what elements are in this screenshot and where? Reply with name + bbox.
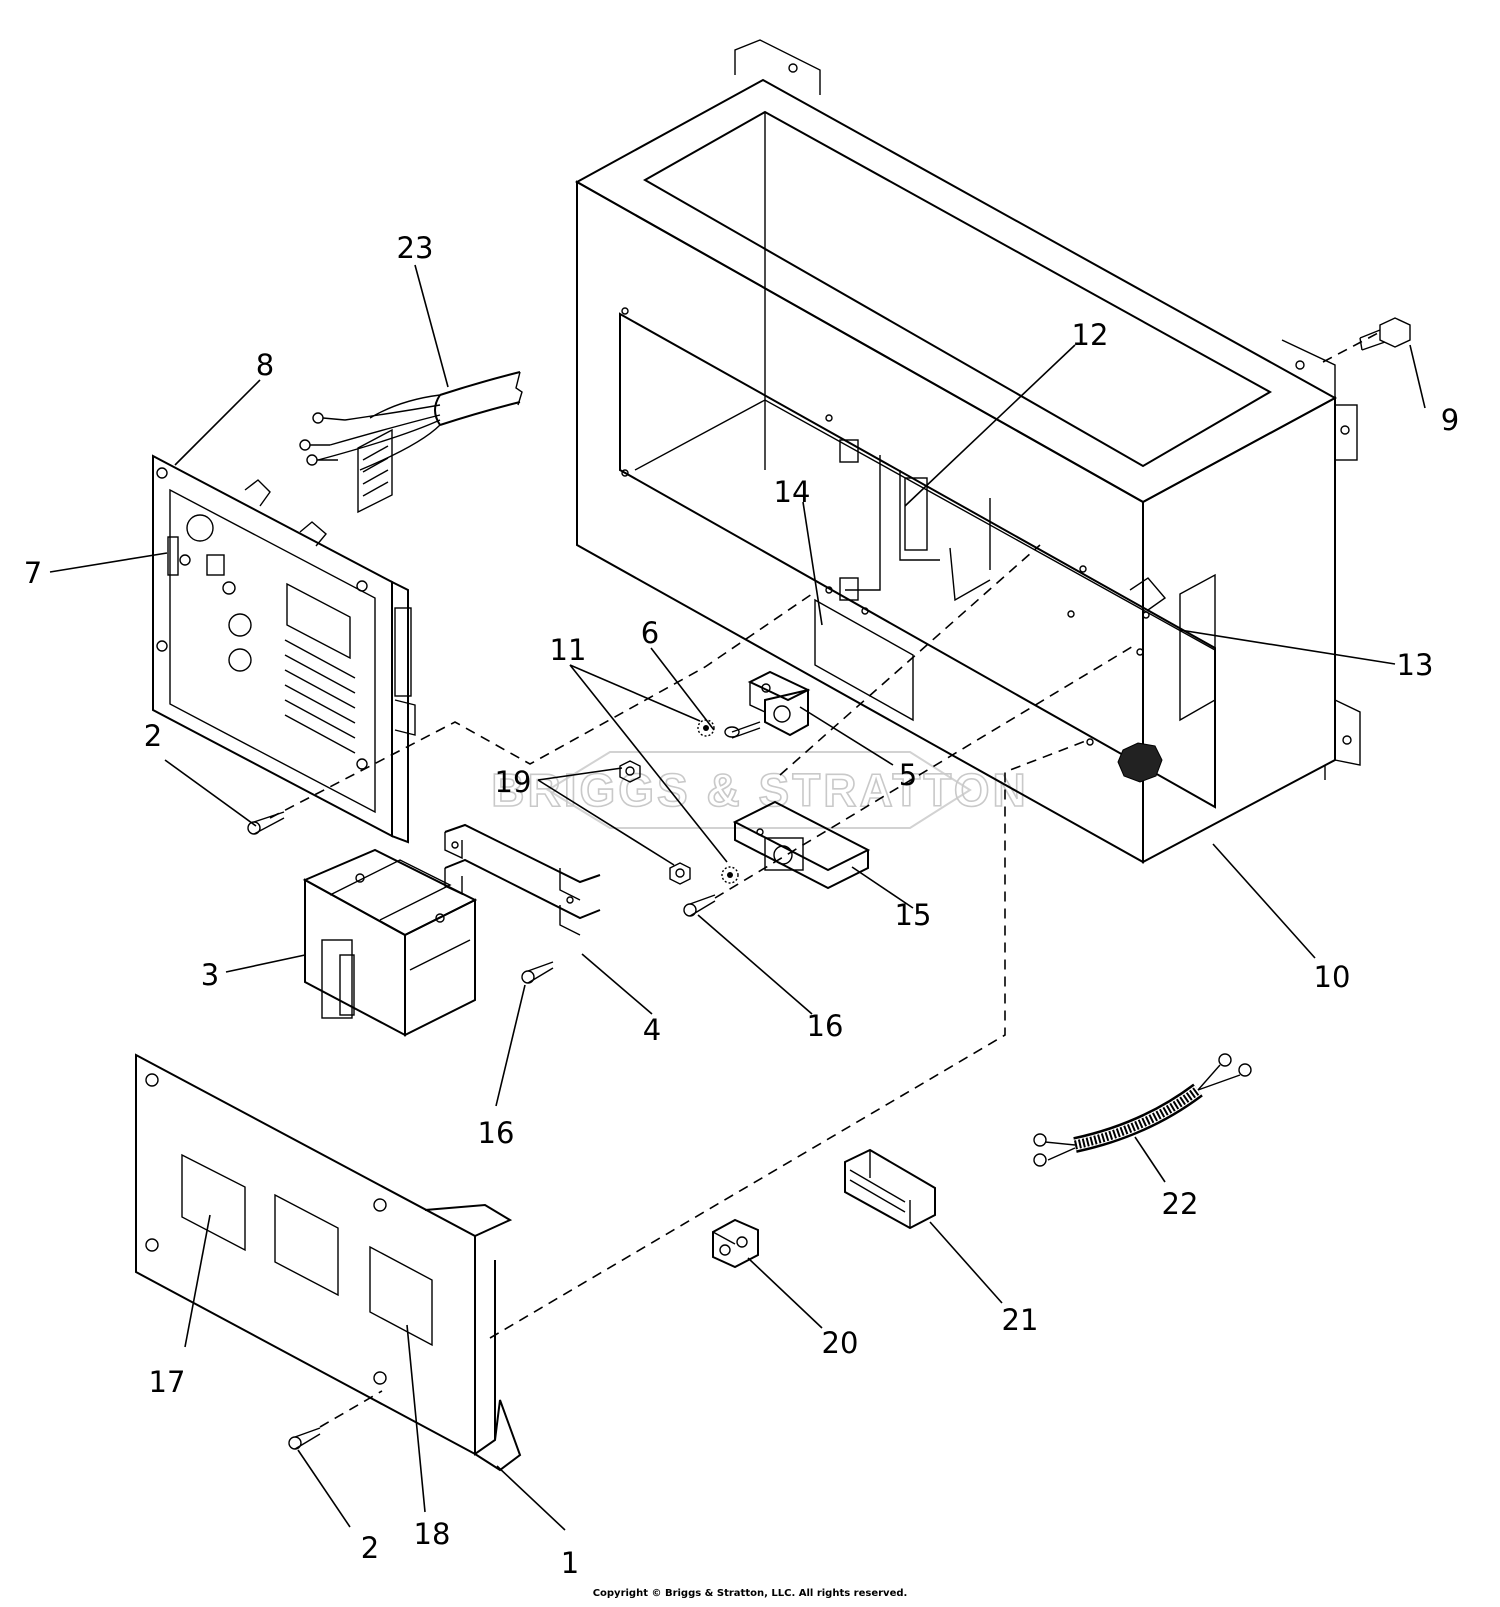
enclosure-box [574,39,1361,864]
copyright-notice: Copyright © Briggs & Stratton, LLC. All … [592,1588,908,1599]
callout-1: 1 [561,1546,579,1580]
callout-23: 23 [397,231,434,265]
callout-4: 4 [643,1013,661,1047]
callout-labels: 1 2 2 3 4 5 6 7 8 9 10 11 12 13 14 15 16… [24,231,1459,1580]
callout-12: 12 [1072,318,1109,352]
callout-19: 19 [495,765,532,799]
grommet [1117,742,1163,783]
hex-nut-lower [669,862,691,885]
callout-18: 18 [414,1517,451,1551]
callout-22: 22 [1162,1187,1199,1221]
mounting-tab-top [734,39,821,95]
callout-2-panel: 2 [144,719,162,753]
circuit-breaker [302,848,478,1037]
screw-2-panel [247,811,285,835]
terminal-cover [732,800,871,890]
mounting-tab-right-lower [1324,699,1361,780]
breaker-bracket [444,823,601,936]
callout-14: 14 [774,475,811,509]
callout-11: 11 [550,633,587,667]
watermark-logo: BRIGGS & STRATTON [490,751,1028,829]
bolt-9 [1359,317,1411,351]
callout-2-cover: 2 [361,1531,379,1565]
callout-5: 5 [899,758,917,792]
screw-16-bracket [521,961,554,984]
callout-8: 8 [256,348,274,382]
callout-leaders [49,264,1426,1531]
callout-9: 9 [1441,403,1459,437]
assembly-dashed-lines [269,331,1381,1428]
callout-20: 20 [822,1326,859,1360]
star-washer-lower [721,866,739,884]
callout-3: 3 [201,958,219,992]
terminal-block-connector [844,1148,936,1230]
ground-lug [747,670,811,737]
callout-6: 6 [641,616,659,650]
control-panel [152,454,416,844]
two-pin-connector [712,1218,759,1269]
callout-15: 15 [895,898,932,932]
callout-16-bracket: 16 [478,1116,515,1150]
wire-harness [299,371,523,514]
front-cover-panel [135,1053,522,1472]
screw-6 [724,721,761,739]
mounting-tab-right-upper [1281,339,1358,461]
callout-16-cover: 16 [807,1009,844,1043]
callout-13: 13 [1397,648,1434,682]
sleeved-wire-set [1033,1053,1252,1167]
watermark-text: BRIGGS & STRATTON [491,764,1028,816]
hex-nut-upper [619,760,641,783]
screw-2-cover [288,1427,321,1450]
screw-16-cover [683,894,716,917]
callout-21: 21 [1002,1303,1039,1337]
callout-7: 7 [24,556,42,590]
callout-10: 10 [1314,960,1351,994]
callout-17: 17 [149,1365,186,1399]
